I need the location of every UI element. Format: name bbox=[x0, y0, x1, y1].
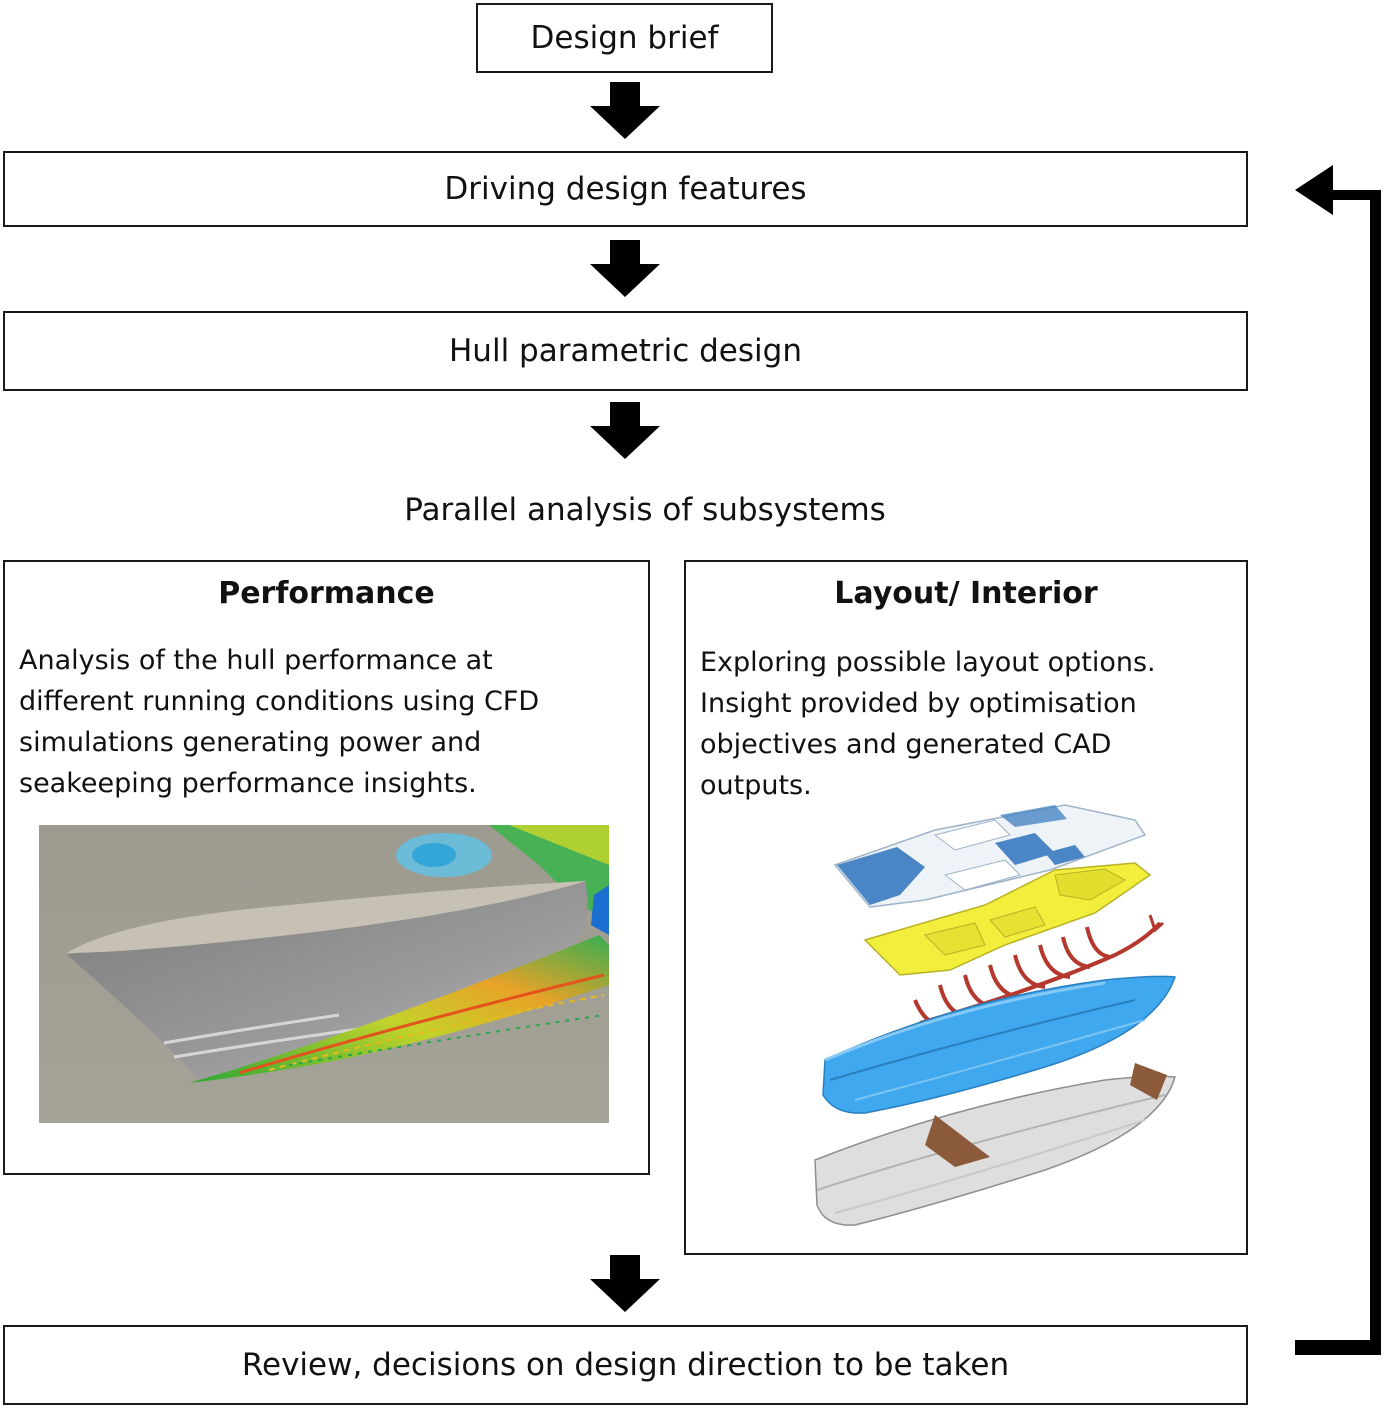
driving-features-box: Driving design features bbox=[3, 151, 1248, 227]
down-arrow-icon bbox=[590, 402, 660, 459]
down-arrow-icon bbox=[590, 240, 660, 297]
down-arrow-icon bbox=[590, 1255, 660, 1312]
parallel-analysis-label: Parallel analysis of subsystems bbox=[404, 492, 886, 528]
layout-interior-line: objectives and generated CAD bbox=[700, 729, 1112, 760]
design-brief-label: Design brief bbox=[530, 20, 719, 56]
layout-interior-panel: Layout/ Interior Exploring possible layo… bbox=[684, 560, 1248, 1255]
layout-interior-line: outputs. bbox=[700, 770, 812, 801]
review-box: Review, decisions on design direction to… bbox=[3, 1325, 1248, 1405]
performance-description: Analysis of the hull performance at diff… bbox=[19, 640, 634, 804]
design-brief-box: Design brief bbox=[476, 3, 773, 73]
performance-title: Performance bbox=[218, 576, 435, 611]
layout-interior-line: Insight provided by optimisation bbox=[700, 688, 1137, 719]
performance-line: Analysis of the hull performance at bbox=[19, 645, 493, 676]
layout-interior-line: Exploring possible layout options. bbox=[700, 647, 1156, 678]
driving-features-label: Driving design features bbox=[444, 171, 807, 207]
hull-parametric-label: Hull parametric design bbox=[449, 333, 802, 369]
exploded-boat-cad-image bbox=[814, 804, 1177, 1226]
down-arrow-icon bbox=[590, 82, 660, 139]
hull-parametric-box: Hull parametric design bbox=[3, 311, 1248, 391]
layout-interior-title: Layout/ Interior bbox=[834, 576, 1098, 611]
cfd-hull-simulation-image bbox=[39, 825, 609, 1123]
review-label: Review, decisions on design direction to… bbox=[241, 1347, 1010, 1383]
layout-interior-description: Exploring possible layout options. Insig… bbox=[700, 642, 1232, 806]
performance-line: seakeeping performance insights. bbox=[19, 768, 477, 799]
performance-line: different running conditions using CFD bbox=[19, 686, 540, 717]
performance-line: simulations generating power and bbox=[19, 727, 482, 758]
feedback-loop-arrow-icon bbox=[1295, 165, 1381, 1355]
